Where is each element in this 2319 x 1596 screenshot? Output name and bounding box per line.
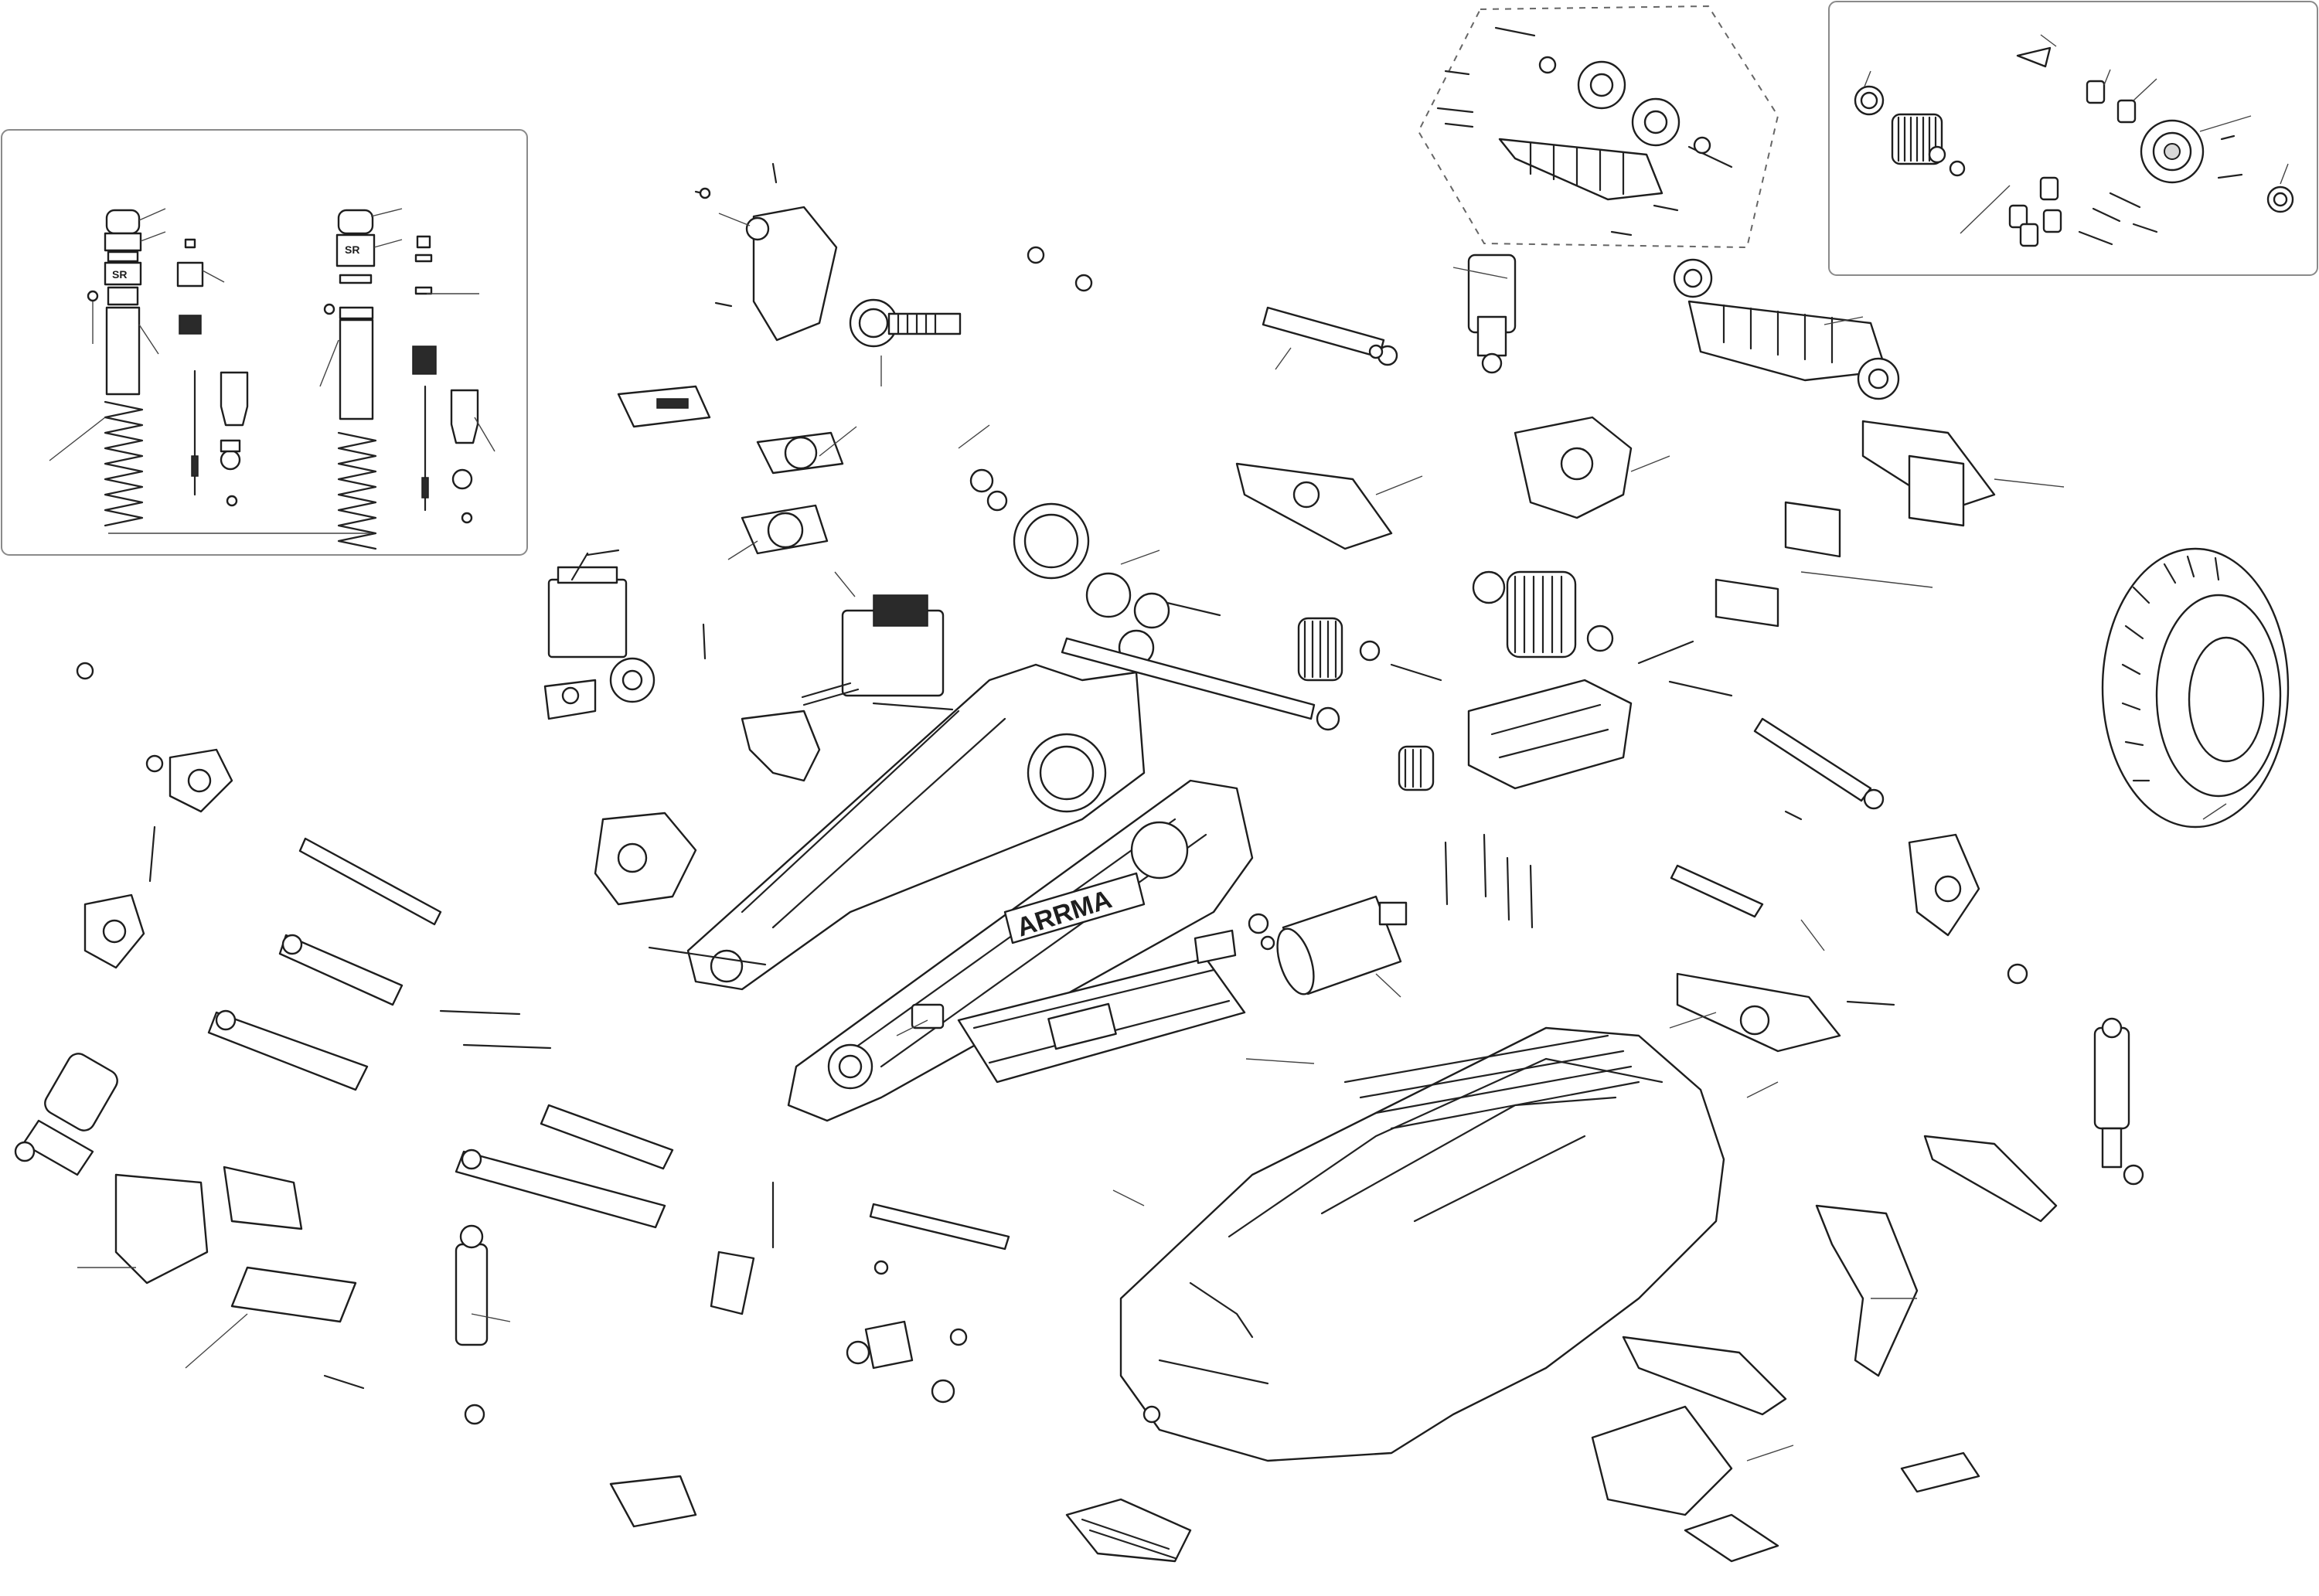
center-driveshaft-front: [1262, 306, 1398, 366]
tire-dolly-group: [1417, 5, 1779, 249]
front-turnbuckle-2: [869, 1203, 1010, 1251]
leader-lines: [77, 267, 2065, 1462]
shock-cap-mark: SR: [112, 268, 127, 281]
esc: [801, 571, 945, 706]
shock-detail-panel: SR SR: [1, 129, 528, 556]
shock-boot-front: [220, 371, 249, 507]
wing-mount: [1591, 1204, 1919, 1516]
battery-tray: [957, 957, 1246, 1084]
front-shock-vertical: [455, 1224, 489, 1425]
rear-shock-top: [1467, 254, 1517, 374]
servo-mount: [543, 679, 597, 720]
spur-gear: [849, 298, 962, 386]
front-a-arm-upper: [278, 934, 404, 1006]
shock-spring-rear: [337, 431, 377, 550]
rear-shock-right: [2093, 1017, 2144, 1186]
shock-shaft-front: [176, 238, 204, 496]
shock-panel-leaders: [49, 208, 495, 534]
center-driveshaft-rear: [1753, 717, 1885, 810]
wheel-dolly-assembled: [1673, 258, 1900, 400]
diff-leaders: [1864, 34, 2289, 234]
diff-assembly-rear: [1297, 617, 1435, 791]
front-hub-carrier: [83, 748, 233, 969]
rear-hub-carrier: [1908, 833, 1980, 937]
fan: [741, 431, 844, 555]
rear-turnbuckle: [1670, 864, 1764, 918]
rear-a-arm-lower: [455, 1104, 674, 1229]
steering-knuckle: [609, 1251, 955, 1528]
receiver-box: [617, 385, 711, 428]
diff-assembly-center: [969, 468, 1316, 720]
rear-diff-large: [1472, 570, 1614, 658]
screws-top-center: [694, 162, 778, 308]
shock-body-front: SR: [104, 209, 142, 396]
diff-pins: [2078, 134, 2243, 246]
servo: [547, 549, 656, 703]
rear-bulkhead: [1467, 679, 1633, 790]
shock-shaft-rear: [412, 235, 437, 512]
suv-body-shell: [1119, 1026, 1725, 1462]
shock-spring-front: [104, 400, 144, 527]
wheel: [2101, 547, 2290, 829]
diff-gears: [1928, 46, 2294, 247]
shock-body-rear: SR: [335, 209, 376, 420]
chassis-tub: ARRMA: [787, 779, 1254, 1122]
rear-wing: [1622, 1135, 2058, 1416]
rear-shock-tower: [1514, 416, 1633, 519]
front-bumper: [114, 1166, 357, 1323]
shock-cap-mark-rear: SR: [345, 243, 359, 256]
front-a-arm-top: [1235, 462, 1393, 550]
bumper-wheel-2: [1631, 97, 1681, 147]
front-shock-left: [14, 1053, 118, 1176]
bumper-wheel-1: [1577, 60, 1626, 110]
front-turnbuckle-1: [298, 837, 442, 926]
body-clips: [1684, 1451, 1980, 1563]
motor: [1248, 895, 1408, 995]
wheel-dolly: [1498, 138, 1663, 201]
dolly-pins: [1436, 26, 1733, 237]
gear-cover: [718, 206, 838, 342]
hardware-scatter: [76, 246, 2028, 1390]
front-a-arm-lower: [207, 1009, 369, 1091]
differential-detail-panel: [1828, 1, 2318, 276]
diff-housing: [1854, 85, 1943, 165]
rear-body-post: [1715, 501, 1841, 628]
rear-bumper: [1861, 420, 1996, 527]
shock-boot-rear: [450, 389, 479, 524]
front-grille: [1065, 1498, 1192, 1563]
pinion-guard: [1194, 929, 1237, 965]
rear-a-arm: [1676, 972, 1841, 1053]
steering-bellcrank: [594, 710, 821, 906]
